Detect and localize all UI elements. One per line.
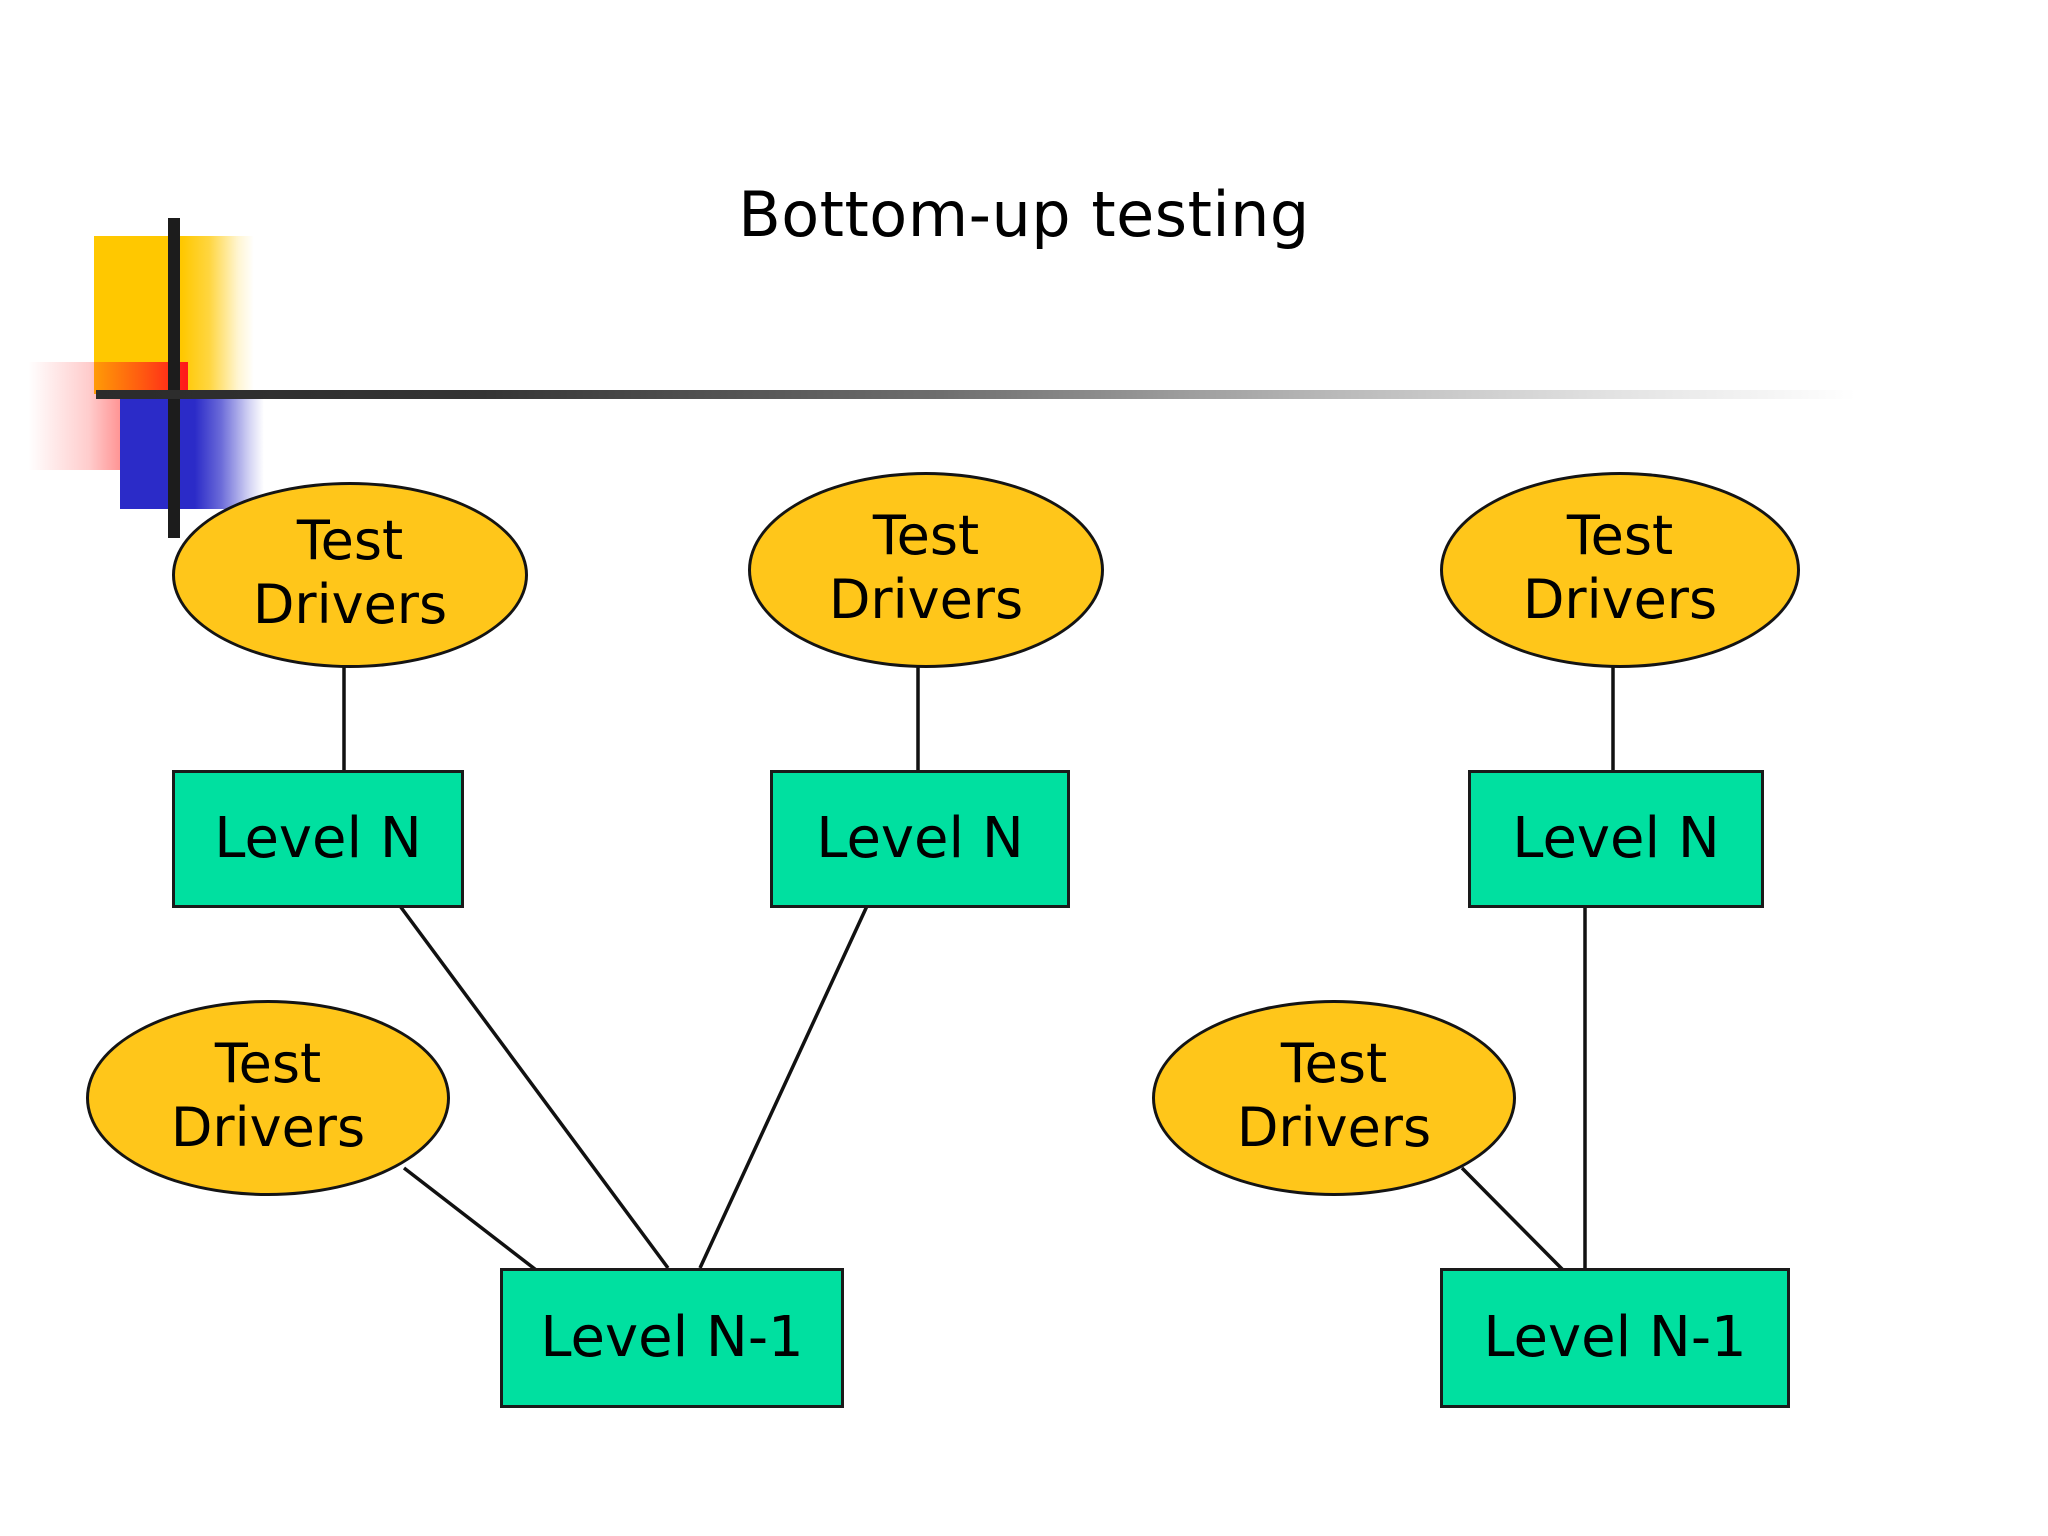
title-horizontal-rule (96, 390, 1856, 399)
edge-td5-lvlnm1-2 (1460, 1166, 1567, 1274)
level-n-minus-1-label: Level N-1 (1483, 1305, 1747, 1370)
logo-blue-square (120, 391, 264, 509)
test-drivers-label-line1: Test (1566, 503, 1674, 567)
level-n-minus-1-label: Level N-1 (540, 1305, 804, 1370)
test-drivers-label-line2: Drivers (1522, 568, 1718, 631)
logo-vertical-bar (168, 218, 180, 538)
level-n-box-right[interactable]: Level N (1468, 770, 1764, 908)
test-drivers-label-line2: Drivers (828, 568, 1024, 631)
level-n-minus-1-box-left[interactable]: Level N-1 (500, 1268, 844, 1408)
test-drivers-ellipse-right[interactable]: Test Drivers (1440, 472, 1800, 668)
level-n-label: Level N (816, 806, 1024, 871)
test-drivers-label-line1: Test (214, 1031, 322, 1095)
level-n-box-left[interactable]: Level N (172, 770, 464, 908)
slide-title: Bottom-up testing (738, 178, 1310, 251)
blends-logo-decoration (0, 150, 320, 538)
test-drivers-label-line2: Drivers (170, 1096, 366, 1159)
test-drivers-label-line2: Drivers (1236, 1096, 1432, 1159)
level-n-label: Level N (1512, 806, 1720, 871)
test-drivers-ellipse-left[interactable]: Test Drivers (172, 482, 528, 668)
test-drivers-label-line2: Drivers (252, 573, 448, 636)
level-n-box-middle[interactable]: Level N (770, 770, 1070, 908)
test-drivers-ellipse-middle[interactable]: Test Drivers (748, 472, 1104, 668)
test-drivers-ellipse-right-lower[interactable]: Test Drivers (1152, 1000, 1516, 1196)
edge-lvln2-lvlnm1-1 (698, 905, 869, 1269)
level-n-minus-1-box-right[interactable]: Level N-1 (1440, 1268, 1790, 1408)
test-drivers-ellipse-left-lower[interactable]: Test Drivers (86, 1000, 450, 1196)
test-drivers-label-line1: Test (296, 508, 404, 572)
level-n-label: Level N (214, 806, 422, 871)
test-drivers-label-line1: Test (1280, 1031, 1388, 1095)
test-drivers-label-line1: Test (872, 503, 980, 567)
